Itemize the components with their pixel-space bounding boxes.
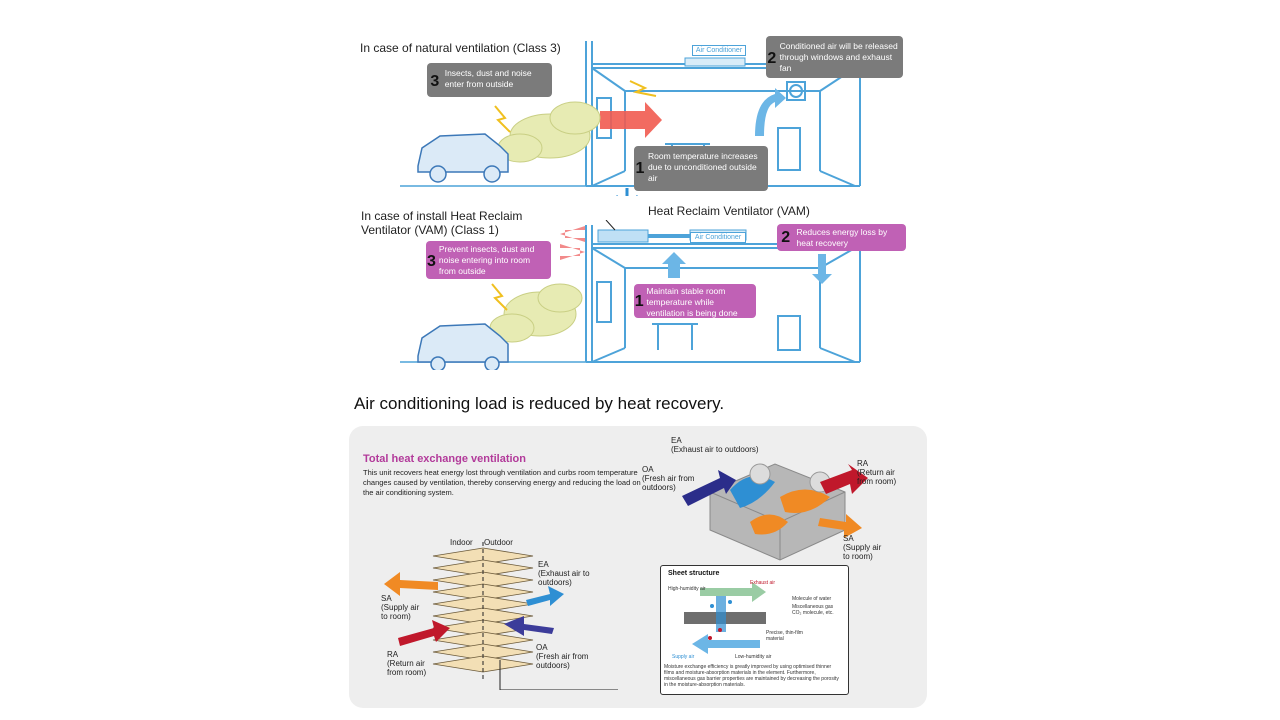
core-label-sa: SA (Supply air to room) — [381, 594, 420, 621]
unit-label-sa: SA (Supply air to room) — [843, 534, 882, 561]
badge-text: Room temperature increases due to uncond… — [647, 151, 758, 183]
sheet-high-humidity: High-humidity air — [668, 586, 706, 592]
page-heading: Air conditioning load is reduced by heat… — [354, 394, 725, 413]
core-label-indoor: Indoor — [450, 538, 473, 547]
badge-top-2: 2 Conditioned air will be released throu… — [766, 36, 903, 78]
badge-number: 3 — [426, 253, 436, 270]
vam-label: Heat Reclaim Ventilator (VAM) — [648, 204, 810, 218]
badge-number: 1 — [634, 293, 644, 310]
section2-title-line1: In case of install Heat Reclaim — [361, 209, 523, 223]
sheet-low-humidity: Low-humidity air — [735, 654, 772, 660]
panel-description: This unit recovers heat energy lost thro… — [363, 468, 641, 497]
badge-text: Prevent insects, dust and noise entering… — [438, 244, 535, 276]
unit-label-oa: OA (Fresh air from outdoors) — [642, 465, 695, 492]
core-stack-illustration — [384, 542, 618, 690]
unit-label-ra: RA (Return air from room) — [857, 459, 897, 486]
unit-arrows — [682, 464, 868, 538]
panel-title: Total heat exchange ventilation — [363, 453, 526, 465]
core-label-outdoor: Outdoor — [484, 538, 513, 547]
sheet-misc-gas: Miscellaneous gas CO₂ molecule, etc. — [792, 604, 834, 616]
badge-vam-3: 3 Prevent insects, dust and noise enteri… — [426, 241, 551, 279]
ac-label-top: Air Conditioner — [692, 45, 746, 56]
badge-top-1: 1 Room temperature increases due to unco… — [634, 146, 768, 191]
badge-vam-2: 2 Reduces energy loss by heat recovery — [777, 224, 906, 251]
sheet-exhaust-air: Exhaust air — [750, 580, 776, 586]
ventilation-unit-illustration — [709, 463, 846, 561]
sheet-structure-diagram — [684, 582, 766, 654]
sheet-thin-film: Precise, thin-film material — [766, 630, 803, 642]
badge-number: 1 — [635, 160, 645, 177]
badge-vam-1: 1 Maintain stable room temperature while… — [634, 284, 756, 318]
badge-text: Reduces energy loss by heat recovery — [796, 227, 888, 248]
core-label-oa: OA (Fresh air from outdoors) — [536, 643, 589, 670]
section1-title: In case of natural ventilation (Class 3) — [360, 41, 561, 55]
core-label-ra: RA (Return air from room) — [387, 650, 427, 677]
badge-number: 2 — [767, 50, 777, 67]
sheet-supply-air: Supply air — [672, 654, 695, 660]
sheet-molecule-water: Molecule of water — [792, 596, 832, 602]
sheet-structure-title: Sheet structure — [668, 570, 720, 577]
badge-text: Maintain stable room temperature while v… — [646, 286, 738, 318]
unit-label-ea: EA (Exhaust air to outdoors) — [671, 436, 759, 454]
badge-top-3: 3 Insects, dust and noise enter from out… — [427, 63, 552, 97]
scene-top — [400, 41, 861, 196]
badge-text: Insects, dust and noise enter from outsi… — [444, 68, 532, 89]
badge-text: Conditioned air will be released through… — [779, 41, 898, 73]
badge-number: 3 — [430, 73, 440, 90]
sheet-note: Moisture exchange efficiency is greatly … — [664, 664, 839, 688]
ac-label-vam: Air Conditioner — [690, 232, 746, 243]
core-label-ea: EA (Exhaust air to outdoors) — [538, 560, 590, 587]
section2-title-line2: Ventilator (VAM) (Class 1) — [361, 223, 499, 237]
badge-number: 2 — [781, 229, 791, 246]
